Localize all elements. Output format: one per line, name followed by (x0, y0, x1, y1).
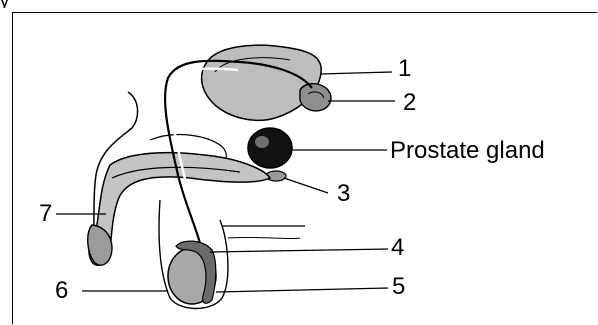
label-6: 6 (55, 278, 68, 304)
prostate-shape (248, 128, 292, 168)
leader-line-4 (210, 249, 388, 252)
thigh-line-2 (228, 237, 300, 238)
label-prostate-gland: Prostate gland (390, 138, 545, 164)
leader-line-1 (320, 72, 392, 74)
label-7: 7 (39, 201, 52, 227)
label-1: 1 (398, 56, 411, 82)
label-3: 3 (337, 181, 350, 207)
leader-line-3 (284, 178, 328, 193)
bladder-shape (202, 45, 322, 120)
leader-line-5 (216, 288, 388, 292)
seminal-vesicle-shape (300, 84, 331, 111)
prostate-highlight (255, 136, 269, 148)
label-5: 5 (392, 274, 405, 300)
label-4: 4 (391, 235, 404, 261)
label-2: 2 (403, 90, 416, 116)
